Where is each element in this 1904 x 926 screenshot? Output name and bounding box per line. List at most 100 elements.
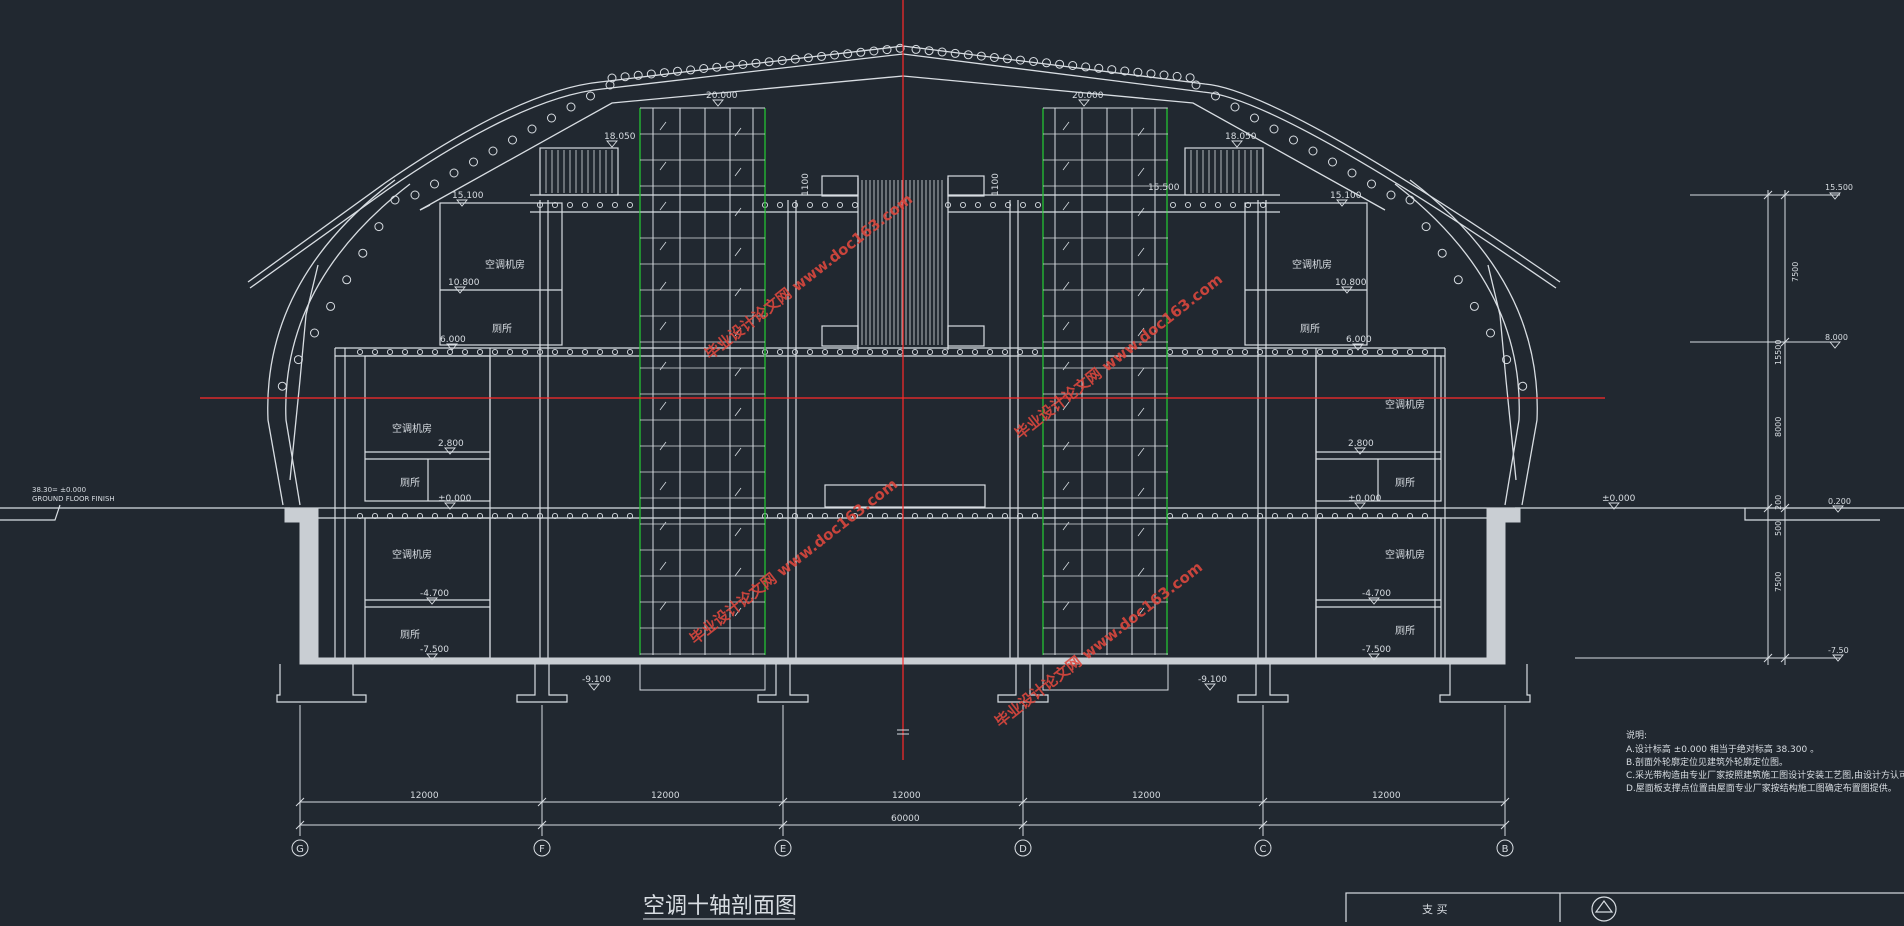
beam-bolt [956,512,964,520]
beam-bolt [1286,512,1294,520]
roof-bolt [1518,381,1528,391]
break-symbol [897,729,909,735]
right-elevation-lines [1575,190,1880,665]
beam-bolt [1226,348,1234,356]
beam-bolt [1241,512,1249,520]
ground-reference: 38.30= ±0.000 GROUND FLOOR FINISH [32,486,115,503]
glass-hatch [1137,287,1145,297]
beam-bolt [1001,348,1009,356]
level-15-5-mid: 15.500 [1148,183,1180,193]
beam-bolt [836,201,844,209]
beam-bolt [926,348,934,356]
roof-bolt [843,49,853,59]
glass-hatch [659,401,667,411]
beam-bolt [776,348,784,356]
glass-hatch [734,367,742,377]
beam-bolt [1196,512,1204,520]
beam-bolt [401,348,409,356]
glass-hatch [1062,281,1070,291]
glass-hatch [734,527,742,537]
roof-bolt [1107,65,1117,75]
roof-bolt [527,124,537,134]
roof-bolt [950,48,960,58]
roof-bolt [410,190,420,200]
axis-span-4: 12000 [1372,791,1401,801]
glass-hatch [1137,407,1145,417]
beam-bolt [791,348,799,356]
glass-hatch [1062,121,1070,131]
watermark-3: 毕业设计论文网 www.doc163.com [686,475,901,648]
roof-bolt [963,50,973,60]
room-ac-mid-left: 空调机房 [392,422,432,435]
glass-hatch [659,121,667,131]
room-toilet-upper-right: 厕所 [1300,323,1320,335]
beam-bolt [536,348,544,356]
roof-bolt [1230,102,1240,112]
glass-hatch [1062,161,1070,171]
glass-hatch [1137,167,1145,177]
beam-bolt [821,512,829,520]
level-triangle [426,653,438,661]
roof-bolt [1289,135,1298,145]
axis-tick [295,820,305,830]
beam-bolt [1331,348,1339,356]
level-10-right: 10.800 [1335,278,1367,288]
glass-hatch [1062,401,1070,411]
glass-hatch [1137,327,1145,337]
glass-hatch [1062,241,1070,251]
beam-bolt [866,348,874,356]
roof-bolt [1469,301,1479,311]
axis-span-1: 12000 [651,791,680,801]
roof-bolt [1211,91,1220,101]
beam-bolt [1199,201,1207,209]
level-m9-left: -9.100 [582,675,611,685]
level-m4-left: -4.700 [420,589,449,599]
beam-bolt [1361,512,1369,520]
level-triangle [456,199,468,207]
glass-hatch [659,321,667,331]
roof-bolt [1405,195,1415,205]
roof-bolt [607,73,617,83]
beam-bolt [926,512,934,520]
roof-bolt [895,43,905,53]
notes-line-a: A.设计标高 ±0.000 相当于绝对标高 38.300 。 [1626,743,1819,755]
beam-bolt [974,201,982,209]
beam-bolt [1361,348,1369,356]
beam-bolt [971,348,979,356]
beam-bolt [386,512,394,520]
beam-bolt [1169,201,1177,209]
glass-hatch [659,441,667,451]
roof-bolt [989,53,999,62]
axis-tick [537,820,547,830]
roof-bolt [1191,80,1201,90]
roof-bolt-circles [277,43,1528,391]
level-20-right: 20.000 [1072,91,1104,101]
glass-hatch [1137,207,1145,217]
roof-bolt [1328,157,1337,167]
roof-bolt [1437,248,1447,258]
beam-bolt [1181,512,1189,520]
beam-bolt [1229,201,1237,209]
glass-hatch [734,607,742,617]
room-ac-upper-right: 空调机房 [1292,258,1332,271]
beam-bolt [1331,512,1339,520]
room-toilet-mid-right: 厕所 [1395,477,1415,489]
roof-bolt [449,168,459,178]
room-toilet-low-left: 厕所 [400,629,420,641]
glass-hatch [734,567,742,577]
roof-bolt [1172,71,1182,81]
level-triangle [712,99,724,107]
elev-span-15500: 15500 [1774,340,1783,365]
roof-bolt [1502,355,1512,365]
axis-ticks [295,797,1510,830]
roof-bolt [817,51,826,61]
level-triangle [1829,341,1841,349]
beam-bolt [611,348,619,356]
beam-bolt [581,512,589,520]
beam-bolt [416,512,424,520]
axis-bubble-labels: G F E D C B [296,844,1508,855]
room-ac-upper-left: 空调机房 [485,258,525,271]
beam-bolt [581,348,589,356]
axis-bubbles [291,839,1514,857]
